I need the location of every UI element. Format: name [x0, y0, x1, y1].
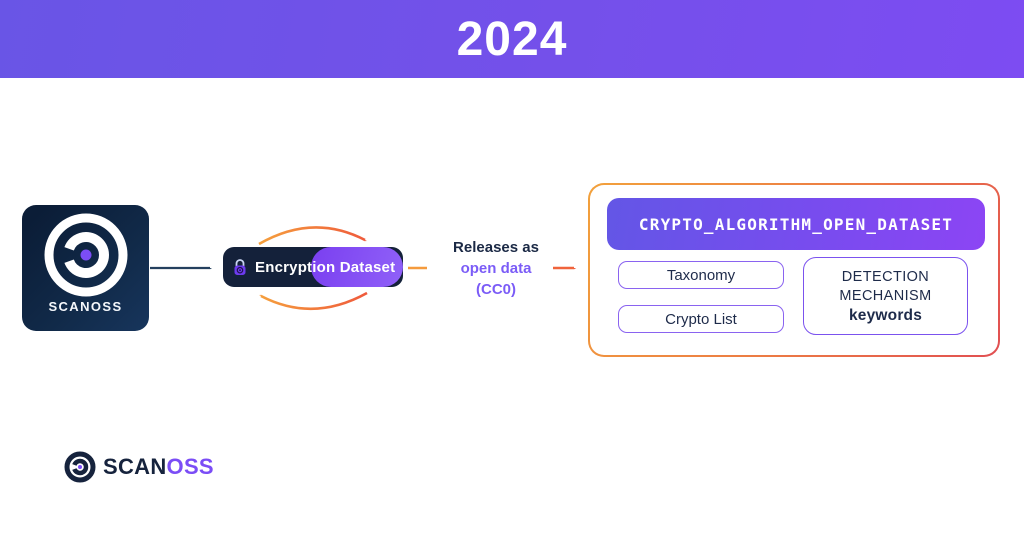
release-note: Releases as open data (CC0)	[436, 237, 556, 300]
encryption-dataset-pill: Encryption Dataset	[223, 247, 403, 287]
lock-icon	[234, 259, 246, 275]
detection-keywords: keywords	[848, 306, 923, 324]
detection-mechanism-box: DETECTION MECHANISM keywords	[803, 257, 968, 335]
year-banner: 2024	[0, 0, 1024, 78]
wordmark-scan: SCAN	[103, 454, 167, 479]
scanoss-source-box: SCANOSS	[22, 205, 149, 331]
year-title: 2024	[456, 12, 568, 66]
release-note-line3: (CC0)	[476, 281, 516, 298]
release-note-line1: Releases as	[453, 239, 539, 256]
release-note-line2: open data	[460, 260, 532, 277]
crypto-list-label: Crypto List	[665, 310, 737, 328]
pill-purple-cap	[311, 247, 403, 287]
taxonomy-chip: Taxonomy	[618, 261, 784, 289]
scanoss-logo-icon	[44, 213, 127, 297]
taxonomy-label: Taxonomy	[666, 266, 736, 284]
scanoss-source-label: SCANOSS	[48, 299, 123, 314]
crypto-dataset-banner-label: CRYPTO_ALGORITHM_OPEN_DATASET	[638, 214, 954, 234]
crypto-list-chip: Crypto List	[618, 305, 784, 333]
detection-line1: DETECTION	[841, 268, 930, 285]
cycle-arrow-bottom	[261, 291, 368, 311]
footer-brand: SCANOSS	[63, 450, 214, 484]
cycle-arrow-top	[258, 226, 365, 246]
crypto-dataset-banner: CRYPTO_ALGORITHM_OPEN_DATASET	[607, 198, 985, 250]
encryption-dataset-label: Encryption Dataset	[255, 258, 396, 276]
detection-line2: MECHANISM	[839, 287, 932, 304]
open-dataset-box: CRYPTO_ALGORITHM_OPEN_DATASET Taxonomy C…	[588, 183, 1000, 357]
wordmark-oss: OSS	[166, 454, 214, 479]
scanoss-wordmark: SCANOSS	[103, 454, 214, 480]
scanoss-brand-icon	[64, 451, 96, 483]
